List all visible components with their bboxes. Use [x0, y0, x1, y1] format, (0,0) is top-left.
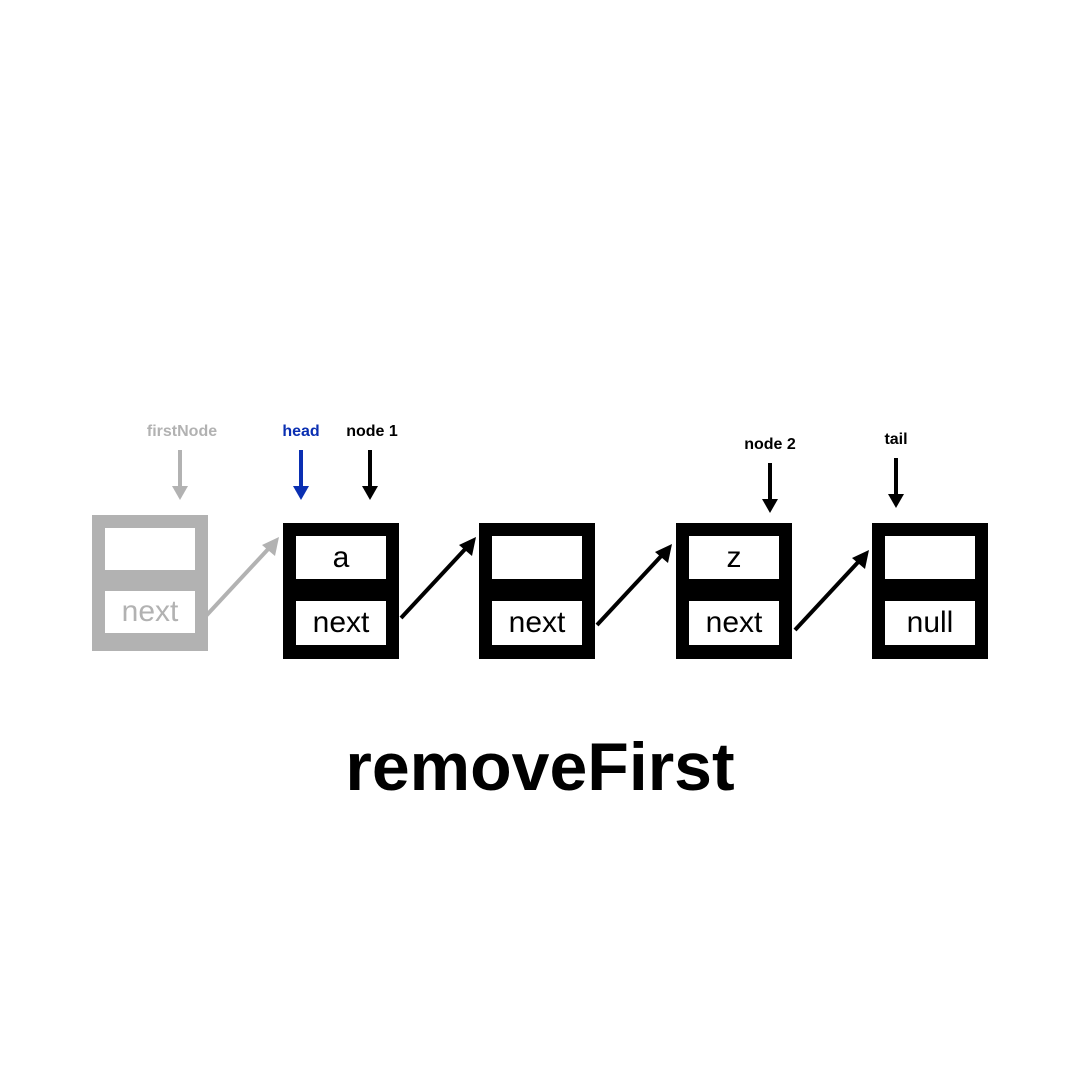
node-data-cell: [885, 536, 975, 579]
node-data-cell: [492, 536, 582, 579]
diagram-title: removeFirst: [345, 729, 735, 805]
pointer-label-head: head: [282, 423, 320, 440]
node-data-cell: [105, 528, 195, 570]
node-next-cell: next: [689, 601, 779, 645]
link-arrow-node2: [793, 550, 869, 632]
node-1: a next: [283, 523, 399, 659]
node1-pointer-arrow: [362, 450, 378, 500]
node2-pointer-arrow: [762, 463, 778, 513]
link-arrow-mid: [595, 544, 672, 627]
link-arrow-node1: [399, 537, 476, 620]
pointer-label-node2: node 2: [744, 436, 796, 453]
node-next-cell: next: [296, 601, 386, 645]
removed-first-node: next: [92, 515, 208, 651]
node-next-cell: next: [105, 591, 195, 633]
pointer-label-tail: tail: [884, 431, 908, 448]
node-next-cell: next: [492, 601, 582, 645]
node-data-cell: a: [296, 536, 386, 579]
link-arrow-firstnode: [203, 537, 279, 619]
node-middle: next: [479, 523, 595, 659]
head-pointer-arrow: [293, 450, 309, 500]
node-tail: null: [872, 523, 988, 659]
node-2: z next: [676, 523, 792, 659]
tail-pointer-arrow: [888, 458, 904, 508]
node-data-cell: z: [689, 536, 779, 579]
pointer-label-firstnode: firstNode: [146, 423, 218, 440]
pointer-label-node1: node 1: [346, 423, 398, 440]
node-next-cell: null: [885, 601, 975, 645]
firstnode-pointer-arrow: [172, 450, 188, 500]
